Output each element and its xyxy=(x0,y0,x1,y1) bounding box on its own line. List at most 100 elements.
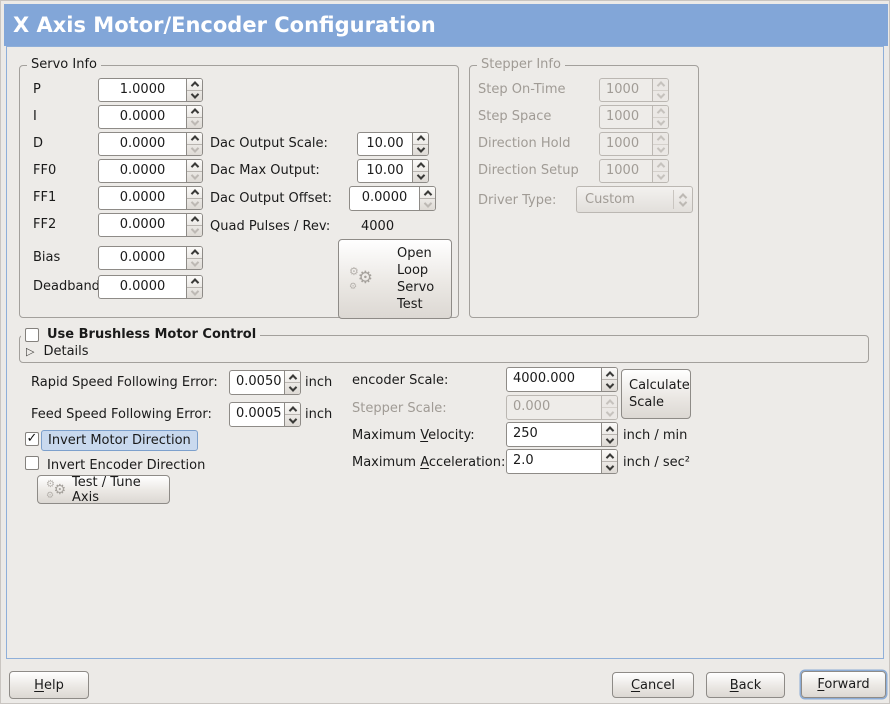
test-tune-axis-label: Test / Tune Axis xyxy=(72,474,141,505)
rapid-following-error-input[interactable]: 0.0050 xyxy=(236,374,282,389)
spin-down-button[interactable] xyxy=(187,225,202,237)
servo-bias-input[interactable]: 0.0000 xyxy=(119,250,166,265)
dac-output-scale-input[interactable]: 10.00 xyxy=(366,136,404,151)
invert-encoder-checkbox[interactable] xyxy=(25,456,39,470)
encoder-scale-label: encoder Scale: xyxy=(352,373,449,388)
spinner-buttons xyxy=(652,106,668,128)
max-acceleration-label: Maximum Acceleration: xyxy=(352,455,506,470)
calculate-scale-button[interactable]: Calculate Scale xyxy=(621,369,691,419)
spinner-buttons xyxy=(284,403,300,426)
spin-down-button xyxy=(653,117,668,129)
servo-ff0-input[interactable]: 0.0000 xyxy=(119,163,166,178)
servo-d-input[interactable]: 0.0000 xyxy=(119,136,166,151)
max-velocity-input[interactable]: 250 xyxy=(513,426,538,441)
spin-up-button[interactable] xyxy=(413,160,428,172)
encoder-scale-input[interactable]: 4000.000 xyxy=(513,371,576,386)
spin-down-button[interactable] xyxy=(187,171,202,183)
servo-ff2-input[interactable]: 0.0000 xyxy=(119,217,166,232)
spin-down-button[interactable] xyxy=(285,414,300,426)
spin-up-button[interactable] xyxy=(187,276,202,288)
spin-down-button[interactable] xyxy=(187,198,202,210)
feed-following-error-input[interactable]: 0.0005 xyxy=(236,406,282,421)
invert-motor-label[interactable]: Invert Motor Direction xyxy=(41,430,198,451)
open-loop-servo-test-button[interactable]: ⚙ ⚙ ⚙ Open Loop Servo Test xyxy=(338,239,452,319)
servo-info-frame-title: Servo Info xyxy=(27,57,101,73)
spin-down-button[interactable] xyxy=(285,382,300,394)
direction-setup-label: Direction Setup xyxy=(478,163,579,178)
spin-down-button[interactable] xyxy=(602,461,617,473)
gears-icon: ⚙ ⚙ ⚙ xyxy=(349,265,373,292)
back-button-label: Back xyxy=(729,677,762,693)
help-button[interactable]: Help xyxy=(9,671,89,699)
spin-down-button[interactable] xyxy=(187,90,202,102)
spin-down-button xyxy=(653,144,668,156)
spin-down-button[interactable] xyxy=(187,287,202,299)
servo-p-label: P xyxy=(33,82,41,97)
spin-up-button xyxy=(602,396,617,408)
spin-up-button[interactable] xyxy=(187,247,202,259)
spin-up-button[interactable] xyxy=(602,423,617,435)
spin-down-button xyxy=(653,90,668,102)
spin-down-button[interactable] xyxy=(420,198,435,210)
details-expander[interactable]: ▷ Details xyxy=(26,344,89,359)
back-button[interactable]: Back xyxy=(706,672,785,698)
driver-type-value: Custom xyxy=(585,192,635,207)
spin-up-button[interactable] xyxy=(187,187,202,199)
spinner-buttons xyxy=(652,79,668,101)
forward-button[interactable]: Forward xyxy=(801,671,886,698)
max-acceleration-unit: inch / sec² xyxy=(623,455,691,470)
feed-following-error-spinbox: 0.0005 xyxy=(229,402,301,427)
max-acceleration-input[interactable]: 2.0 xyxy=(513,453,534,468)
spin-up-button[interactable] xyxy=(602,368,617,380)
servo-ff2-label: FF2 xyxy=(33,217,57,232)
dac-output-offset-input[interactable]: 0.0000 xyxy=(361,190,408,205)
brushless-frame-header: Use Brushless Motor Control xyxy=(21,327,261,343)
invert-encoder-label[interactable]: Invert Encoder Direction xyxy=(47,458,206,473)
max-velocity-unit: inch / min xyxy=(623,428,688,443)
cancel-button[interactable]: Cancel xyxy=(612,672,694,698)
spin-up-button[interactable] xyxy=(187,160,202,172)
servo-deadband-spinbox: 0.0000 xyxy=(98,275,203,299)
spin-up-button xyxy=(653,79,668,91)
spin-down-button[interactable] xyxy=(413,144,428,156)
spin-up-button[interactable] xyxy=(187,133,202,145)
spin-down-button[interactable] xyxy=(187,117,202,129)
dac-max-output-label: Dac Max Output: xyxy=(210,163,320,178)
spin-up-button[interactable] xyxy=(187,106,202,118)
test-tune-axis-button[interactable]: ⚙ ⚙ ⚙ Test / Tune Axis xyxy=(37,474,170,505)
spin-up-button xyxy=(653,133,668,145)
spin-up-button[interactable] xyxy=(413,133,428,145)
servo-ff1-input[interactable]: 0.0000 xyxy=(119,190,166,205)
servo-p-input[interactable]: 1.0000 xyxy=(119,82,166,97)
spin-up-button[interactable] xyxy=(187,214,202,226)
spin-down-button[interactable] xyxy=(187,144,202,156)
spinner-buttons xyxy=(601,396,617,419)
use-brushless-checkbox[interactable] xyxy=(25,328,39,342)
rapid-following-error-unit: inch xyxy=(305,375,333,390)
spin-up-button[interactable] xyxy=(602,450,617,462)
servo-i-input[interactable]: 0.0000 xyxy=(119,109,166,124)
spinner-buttons xyxy=(186,79,202,101)
spin-up-button[interactable] xyxy=(285,371,300,383)
spin-down-button[interactable] xyxy=(187,258,202,270)
feed-following-error-label: Feed Speed Following Error: xyxy=(31,407,212,422)
invert-motor-checkbox[interactable]: ✓ xyxy=(25,432,39,446)
spin-down-button[interactable] xyxy=(602,379,617,391)
spinner-buttons xyxy=(652,133,668,155)
servo-p-spinbox: 1.0000 xyxy=(98,78,203,102)
spin-down-button[interactable] xyxy=(602,434,617,446)
page-title: X Axis Motor/Encoder Configuration xyxy=(4,4,888,46)
spin-down-button[interactable] xyxy=(413,171,428,183)
servo-ff2-spinbox: 0.0000 xyxy=(98,213,203,237)
spin-up-button[interactable] xyxy=(285,403,300,415)
max-velocity-spinbox: 250 xyxy=(506,422,618,447)
spin-up-button[interactable] xyxy=(420,187,435,199)
servo-deadband-input[interactable]: 0.0000 xyxy=(119,279,166,294)
dac-max-output-input[interactable]: 10.00 xyxy=(366,163,404,178)
servo-ff1-label: FF1 xyxy=(33,190,57,205)
servo-ff1-spinbox: 0.0000 xyxy=(98,186,203,210)
servo-d-label: D xyxy=(33,136,44,151)
servo-ff0-label: FF0 xyxy=(33,163,57,178)
spin-up-button[interactable] xyxy=(187,79,202,91)
